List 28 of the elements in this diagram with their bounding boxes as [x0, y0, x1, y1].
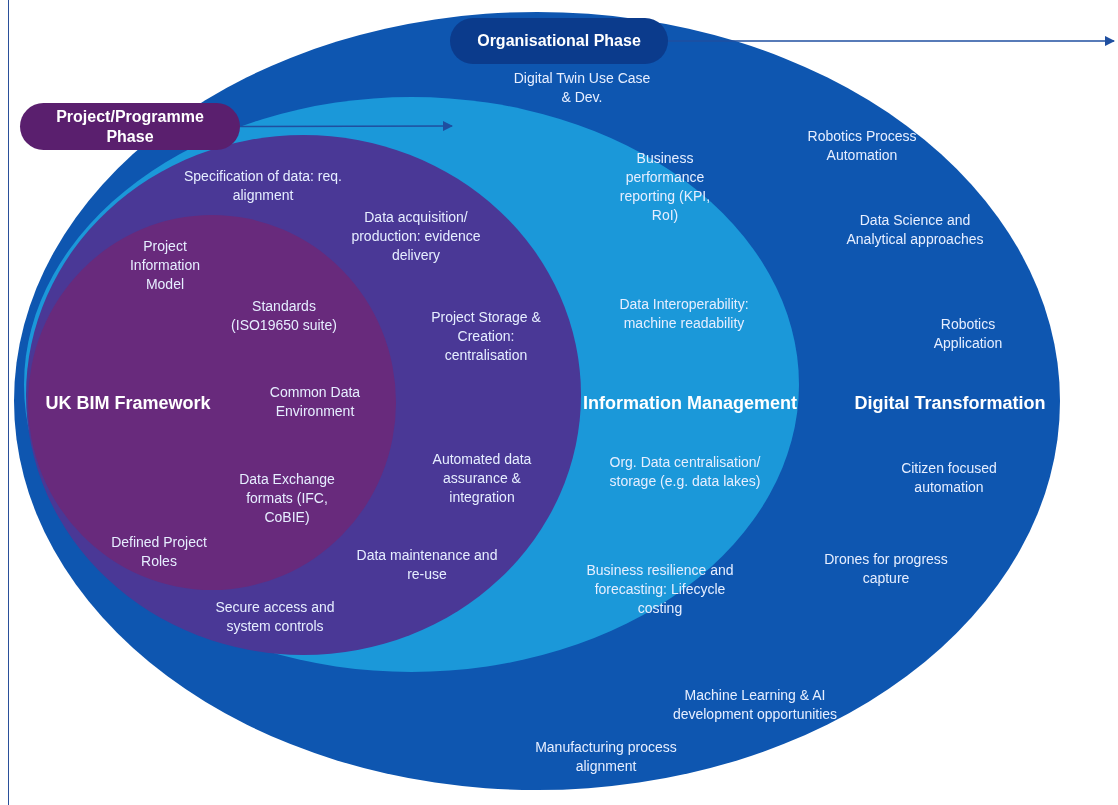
item-text: Secure access and system controls — [214, 598, 336, 636]
zone-heading: Digital Transformation — [853, 393, 1047, 413]
zone-heading: Information Management — [583, 393, 797, 413]
item-text: Robotics Application — [932, 315, 1004, 353]
item-text: Specification of data: req. alignment — [183, 167, 343, 205]
arrow — [239, 120, 454, 132]
item-text: Machine Learning & AI development opportunities — [671, 686, 839, 724]
item-text: Standards (ISO19650 suite) — [230, 297, 338, 335]
item-text: Automated data assurance & integration — [431, 449, 533, 507]
item-text: Data Science and Analytical approaches — [845, 211, 985, 249]
item-text: Data maintenance and re-use — [355, 546, 499, 584]
item-text: Drones for progress capture — [823, 550, 949, 588]
item-text: Digital Twin Use Case & Dev. — [512, 69, 652, 107]
item-text: Project Information Model — [128, 236, 201, 294]
item-text: Manufacturing process alignment — [534, 738, 678, 776]
item-text: Common Data Environment — [268, 383, 362, 421]
item-text: Defined Project Roles — [110, 533, 208, 571]
item-text: Data Exchange formats (IFC, CoBIE) — [238, 469, 336, 527]
item-text: Robotics Process Automation — [806, 127, 918, 165]
item-text: Project Storage & Creation: centralisation — [430, 307, 542, 365]
zone-heading: UK BIM Framework — [44, 393, 212, 413]
item-text: Business resilience and forecasting: Lifecycle costing — [585, 560, 735, 618]
item-text: Data Interoperability: machine readability — [618, 295, 750, 333]
item-text: Business performance reporting (KPI, RoI) — [618, 149, 712, 225]
item-text: Citizen focused automation — [900, 459, 998, 497]
item-text: Data acquisition/ production: evidence delivery — [350, 207, 482, 265]
arrow — [667, 35, 1116, 47]
item-text: Org. Data centralisation/ storage (e.g. data lakes) — [608, 453, 762, 491]
